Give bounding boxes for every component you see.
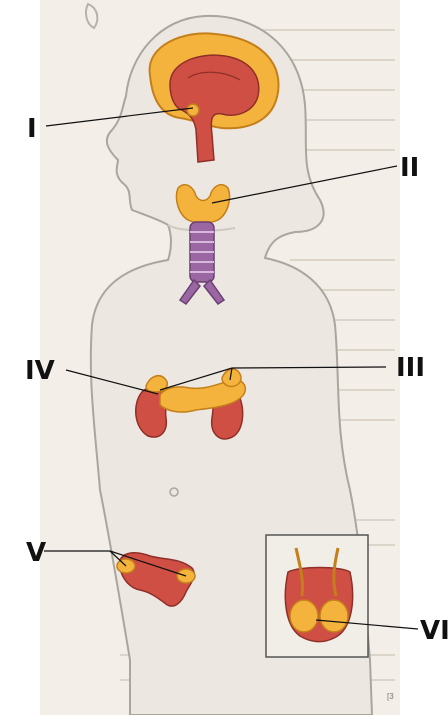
label-v: V: [26, 540, 46, 566]
label-iii: III: [396, 355, 425, 381]
pituitary-gland: [187, 104, 199, 116]
label-i: I: [27, 116, 37, 142]
label-vi: VI: [420, 618, 448, 644]
corner-caption: [3: [387, 692, 394, 701]
right-testis: [320, 600, 348, 632]
left-testis: [290, 600, 318, 632]
label-ii: II: [400, 155, 419, 181]
label-iv: IV: [25, 358, 55, 384]
